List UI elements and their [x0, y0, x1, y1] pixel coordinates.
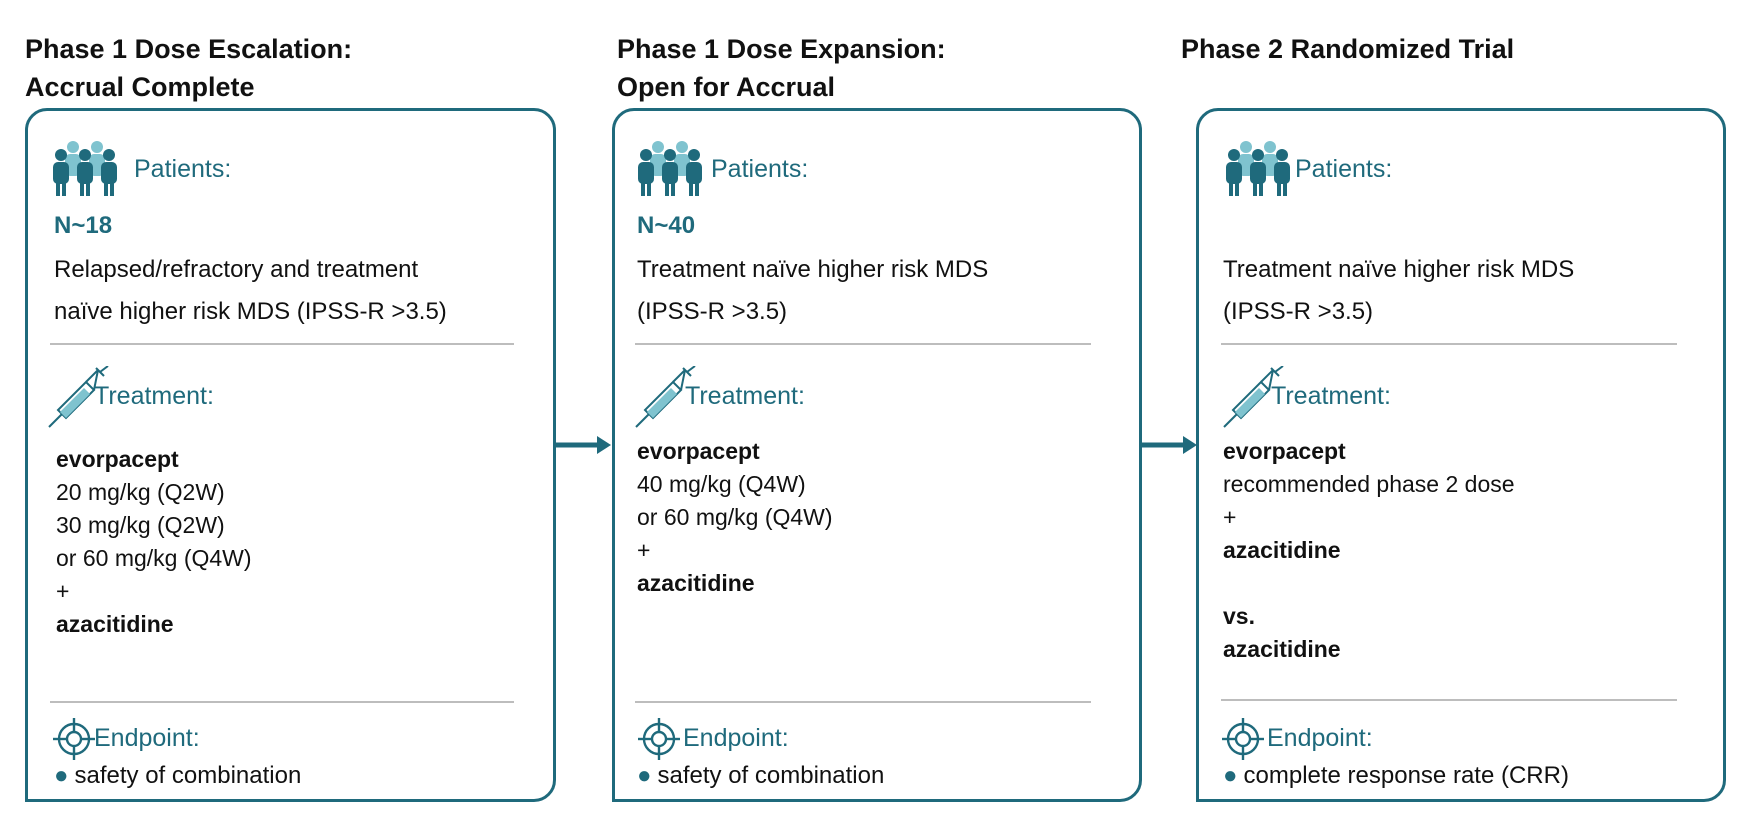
treatment-line: evorpacept	[1223, 438, 1346, 464]
bullet-dot: ●	[54, 762, 69, 789]
treatment-line: +	[56, 578, 70, 604]
population-line: Treatment naïve higher risk MDS	[1223, 256, 1575, 283]
treatment-label: Treatment:	[685, 382, 805, 410]
patients-label: Patients:	[711, 155, 809, 183]
endpoint-item: ●safety of combination	[637, 761, 884, 791]
treatment-line: 30 mg/kg (Q2W)	[56, 512, 225, 538]
treatment-label: Treatment:	[1271, 382, 1391, 410]
people-group-icon	[53, 141, 117, 196]
population-line: naïve higher risk MDS (IPSS-R >3.5)	[54, 298, 447, 325]
patient-count: N~40	[637, 212, 696, 239]
treatment-list: evorpacept 20 mg/kg (Q2W) 30 mg/kg (Q2W)…	[56, 443, 252, 641]
endpoint-item: ●safety of combination	[54, 761, 301, 791]
phase-2-title-line1: Phase 1 Dose Expansion:	[617, 34, 946, 64]
treatment-line: azacitidine	[1223, 636, 1341, 662]
phase-1-title-line1: Phase 1 Dose Escalation:	[25, 34, 353, 64]
phase-1-title: Phase 1 Dose Escalation: Accrual Complet…	[25, 30, 352, 106]
treatment-line: or 60 mg/kg (Q4W)	[637, 504, 833, 530]
population-line: Relapsed/refractory and treatment	[54, 256, 419, 283]
phase-3-panel: Patients: Treatment naïve higher risk MD…	[1196, 108, 1726, 802]
treatment-line: +	[1223, 504, 1237, 530]
phase-1-title-line2: Accrual Complete	[25, 72, 255, 102]
patient-count: N~18	[54, 212, 113, 239]
divider	[50, 343, 514, 345]
treatment-list: evorpacept 40 mg/kg (Q4W) or 60 mg/kg (Q…	[637, 435, 833, 600]
treatment-line: 20 mg/kg (Q2W)	[56, 479, 225, 505]
treatment-line: azacitidine	[56, 611, 174, 637]
bullet-dot: ●	[637, 762, 652, 789]
treatment-line: recommended phase 2 dose	[1223, 471, 1515, 497]
target-icon	[1222, 718, 1264, 760]
population-line: (IPSS-R >3.5)	[637, 298, 788, 325]
divider	[1221, 699, 1677, 701]
endpoint-text: safety of combination	[74, 762, 302, 789]
endpoint-item: ●complete response rate (CRR)	[1223, 761, 1569, 791]
syringe-icon	[1223, 366, 1284, 428]
divider	[50, 701, 514, 703]
patients-label: Patients:	[134, 155, 232, 183]
population-description: Treatment naïve higher risk MDS (IPSS-R …	[637, 249, 988, 333]
divider	[1221, 343, 1677, 345]
syringe-icon	[48, 366, 109, 428]
treatment-line: 40 mg/kg (Q4W)	[637, 471, 806, 497]
phase-2-title-line2: Open for Accrual	[617, 72, 836, 102]
treatment-line	[1223, 567, 1515, 600]
bullet-dot: ●	[1223, 762, 1238, 789]
endpoint-text: safety of combination	[657, 762, 885, 789]
arrow-right-icon	[1141, 436, 1197, 454]
people-group-icon	[638, 141, 702, 196]
endpoint-label: Endpoint:	[94, 724, 200, 752]
target-icon	[638, 718, 680, 760]
phase-2-panel: Patients: N~40 Treatment naïve higher ri…	[612, 108, 1142, 802]
treatment-line: vs.	[1223, 603, 1255, 629]
treatment-line: azacitidine	[1223, 537, 1341, 563]
people-group-icon	[1226, 141, 1290, 196]
population-description: Treatment naïve higher risk MDS (IPSS-R …	[1223, 249, 1574, 333]
population-description: Relapsed/refractory and treatment naïve …	[54, 249, 447, 333]
phase-3-title-line1: Phase 2 Randomized Trial	[1181, 34, 1515, 64]
arrow-right-icon	[555, 436, 611, 454]
treatment-line: azacitidine	[637, 570, 755, 596]
endpoint-text: complete response rate (CRR)	[1243, 762, 1569, 789]
divider	[635, 701, 1091, 703]
target-icon	[53, 718, 95, 760]
patients-label: Patients:	[1295, 155, 1393, 183]
treatment-list: evorpacept recommended phase 2 dose + az…	[1223, 435, 1515, 666]
endpoint-label: Endpoint:	[1267, 724, 1373, 752]
treatment-line: or 60 mg/kg (Q4W)	[56, 545, 252, 571]
syringe-icon	[635, 366, 696, 428]
population-line: (IPSS-R >3.5)	[1223, 298, 1374, 325]
phase-2-title: Phase 1 Dose Expansion: Open for Accrual	[617, 30, 946, 106]
divider	[635, 343, 1091, 345]
phase-1-panel: Patients: N~18 Relapsed/refractory and t…	[25, 108, 556, 802]
treatment-line: evorpacept	[637, 438, 760, 464]
endpoint-label: Endpoint:	[683, 724, 789, 752]
treatment-line: +	[637, 537, 651, 563]
population-line: Treatment naïve higher risk MDS	[637, 256, 989, 283]
treatment-line: evorpacept	[56, 446, 179, 472]
phase-3-title: Phase 2 Randomized Trial	[1181, 30, 1514, 68]
treatment-label: Treatment:	[94, 382, 214, 410]
